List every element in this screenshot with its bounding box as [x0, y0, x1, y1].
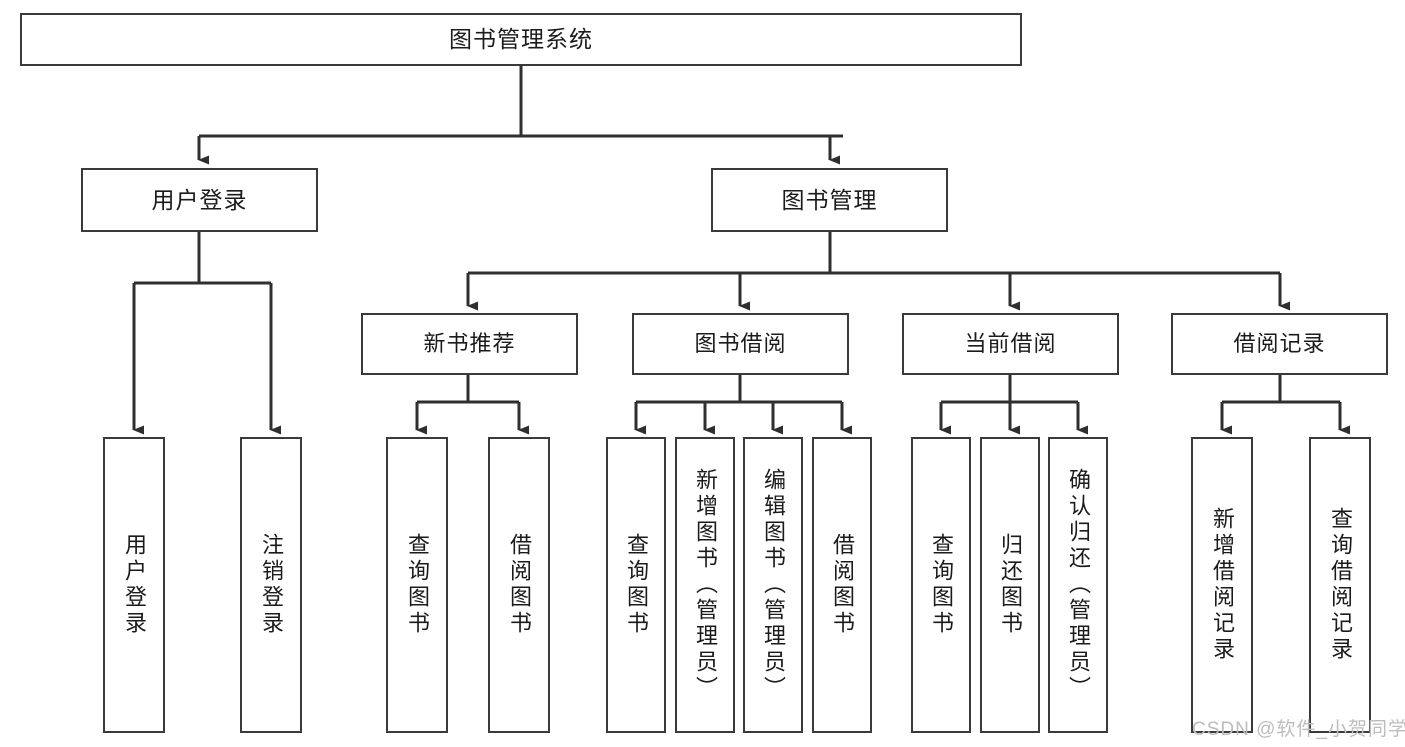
- node-leaf-return-book[interactable]: 归还图书: [980, 437, 1040, 733]
- node-new-book-recommend[interactable]: 新书推荐: [361, 313, 578, 375]
- node-leaf-query-book-1-label: 查询图书: [405, 533, 430, 637]
- node-leaf-user-login[interactable]: 用户登录: [103, 437, 165, 733]
- node-leaf-borrow-book-2[interactable]: 借阅图书: [812, 437, 872, 733]
- node-leaf-user-logout[interactable]: 注销登录: [240, 437, 302, 733]
- node-leaf-edit-book[interactable]: 编辑图书（管理员）: [743, 437, 803, 733]
- node-leaf-borrow-book-1[interactable]: 借阅图书: [488, 437, 550, 733]
- node-leaf-borrow-book-2-label: 借阅图书: [830, 533, 855, 637]
- node-root[interactable]: 图书管理系统: [20, 13, 1022, 66]
- node-new-book-recommend-label: 新书推荐: [423, 330, 516, 356]
- node-leaf-edit-book-label: 编辑图书（管理员）: [761, 468, 786, 702]
- node-book-borrow-label: 图书借阅: [694, 330, 787, 356]
- node-current-borrow-label: 当前借阅: [964, 330, 1057, 356]
- node-leaf-borrow-book-1-label: 借阅图书: [507, 533, 532, 637]
- node-borrow-record-label: 借阅记录: [1233, 330, 1326, 356]
- node-leaf-query-book-3[interactable]: 查询图书: [911, 437, 971, 733]
- node-current-borrow[interactable]: 当前借阅: [902, 313, 1119, 375]
- node-leaf-query-book-1[interactable]: 查询图书: [386, 437, 448, 733]
- node-book-borrow[interactable]: 图书借阅: [632, 313, 849, 375]
- node-user-login[interactable]: 用户登录: [81, 168, 318, 232]
- node-leaf-user-login-label: 用户登录: [122, 533, 147, 637]
- node-book-manage[interactable]: 图书管理: [711, 168, 948, 232]
- node-leaf-add-book[interactable]: 新增图书（管理员）: [675, 437, 735, 733]
- node-leaf-confirm-return[interactable]: 确认归还（管理员）: [1048, 437, 1108, 733]
- node-leaf-query-book-2-label: 查询图书: [624, 533, 649, 637]
- node-leaf-user-logout-label: 注销登录: [259, 533, 284, 637]
- node-leaf-return-book-label: 归还图书: [998, 533, 1023, 637]
- node-leaf-add-book-label: 新增图书（管理员）: [693, 468, 718, 702]
- node-book-manage-label: 图书管理: [781, 186, 878, 213]
- node-root-label: 图书管理系统: [449, 26, 593, 53]
- node-leaf-query-book-2[interactable]: 查询图书: [606, 437, 666, 733]
- node-leaf-query-record-label: 查询借阅记录: [1328, 507, 1353, 663]
- node-leaf-add-record-label: 新增借阅记录: [1210, 507, 1235, 663]
- watermark-text: CSDN @软件_小贺同学: [1192, 719, 1405, 740]
- node-leaf-query-book-3-label: 查询图书: [929, 533, 954, 637]
- node-user-login-label: 用户登录: [151, 186, 248, 213]
- node-borrow-record[interactable]: 借阅记录: [1171, 313, 1388, 375]
- node-leaf-confirm-return-label: 确认归还（管理员）: [1066, 468, 1091, 702]
- node-leaf-add-record[interactable]: 新增借阅记录: [1191, 437, 1253, 733]
- node-leaf-query-record[interactable]: 查询借阅记录: [1309, 437, 1371, 733]
